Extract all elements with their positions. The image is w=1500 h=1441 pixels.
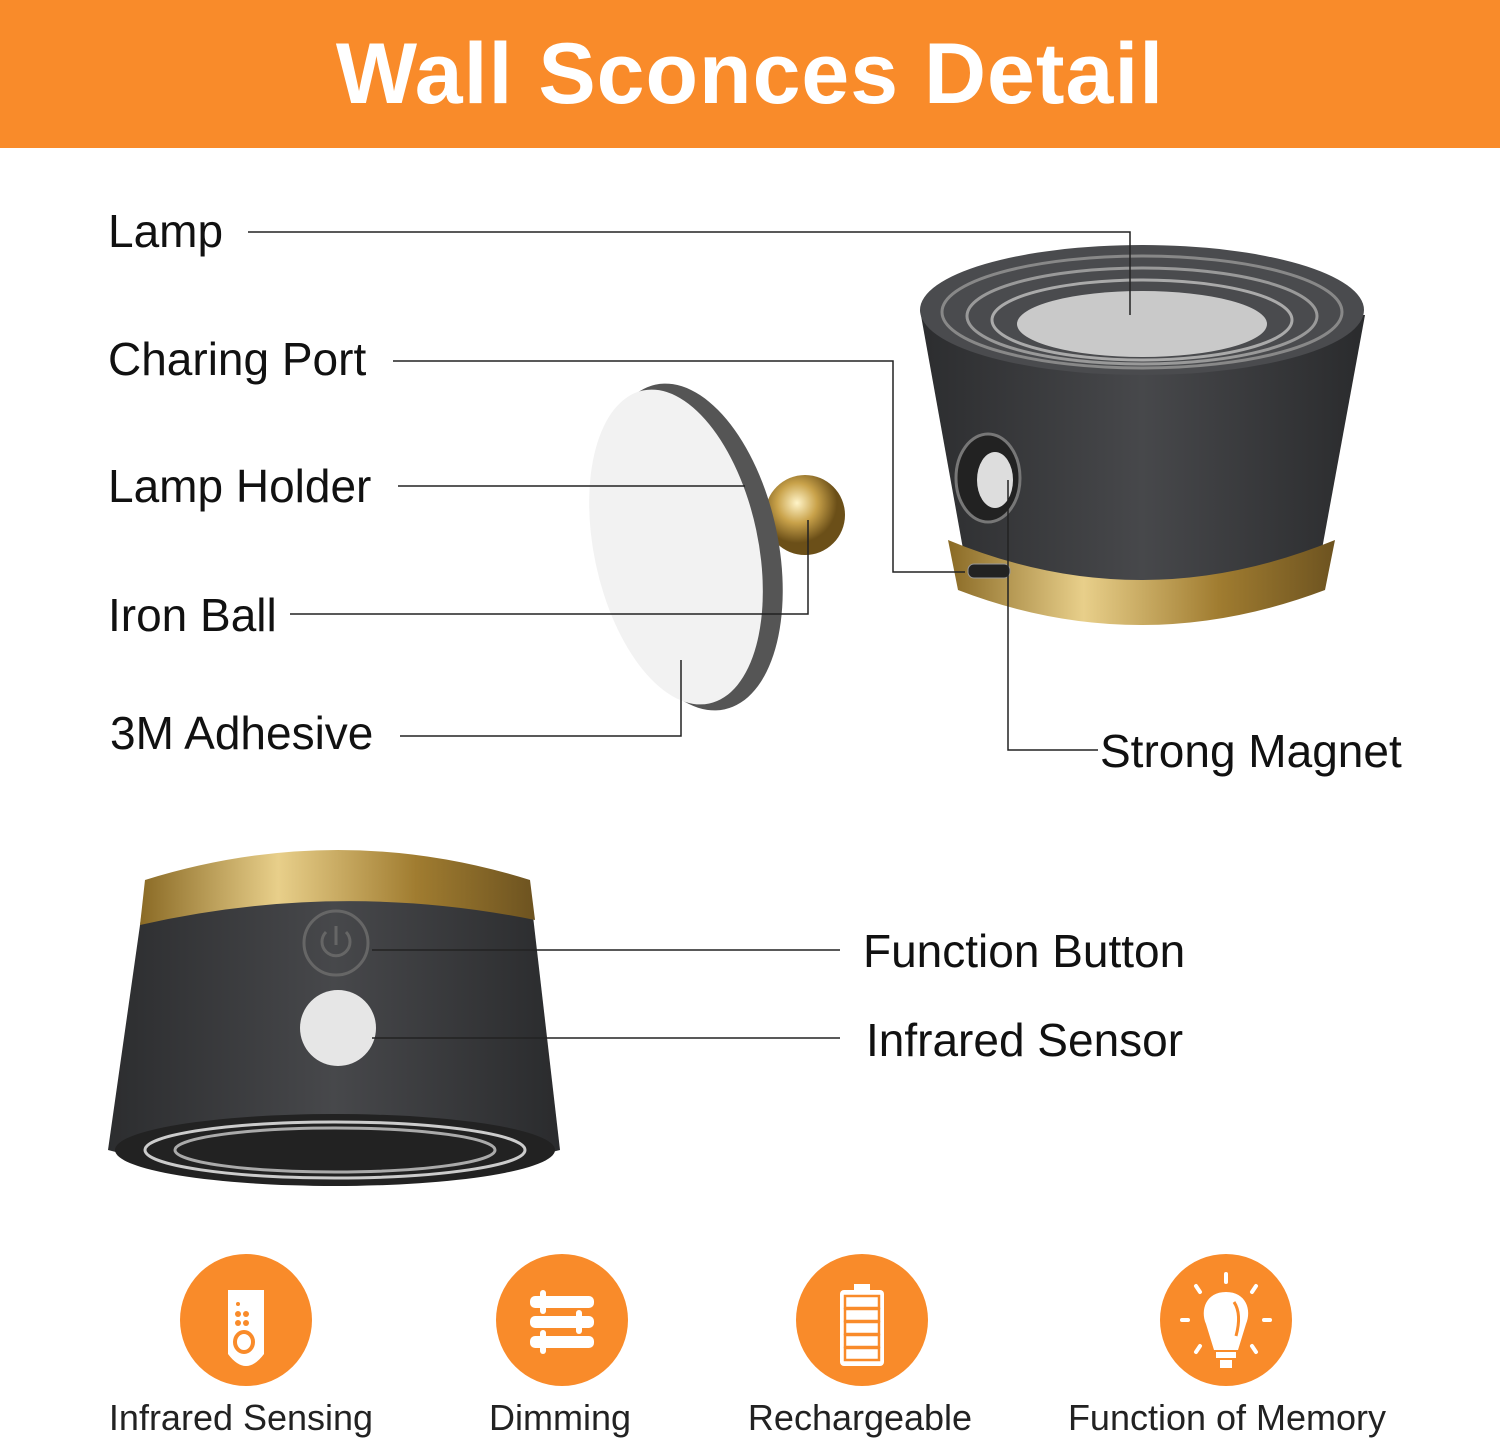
- leader-lines: [248, 231, 1131, 1039]
- lamp-holder-product: [589, 383, 845, 711]
- sliders-icon: [496, 1254, 628, 1386]
- feature-label-memory: Function of Memory: [1067, 1397, 1387, 1438]
- page-title: Wall Sconces Detail: [335, 25, 1165, 122]
- label-strong-magnet: Strong Magnet: [1100, 725, 1402, 777]
- battery-icon: [796, 1254, 928, 1386]
- remote-icon: [180, 1254, 312, 1386]
- lamp-product-bottom: [108, 850, 560, 1186]
- label-lamp: Lamp: [108, 205, 224, 257]
- lamp-product-top: [920, 245, 1365, 625]
- feature-label-dimming: Dimming: [488, 1397, 632, 1438]
- label-function-button: Function Button: [863, 925, 1186, 977]
- label-infrared-sensor: Infrared Sensor: [866, 1014, 1184, 1066]
- label-lamp-holder: Lamp Holder: [108, 460, 372, 512]
- feature-label-infrared-sensing: Infrared Sensing: [108, 1397, 374, 1438]
- label-charging-port: Charing Port: [108, 333, 367, 385]
- bulb-icon: [1160, 1254, 1292, 1386]
- label-adhesive: 3M Adhesive: [110, 707, 374, 759]
- header-banner: Wall Sconces Detail: [0, 0, 1500, 148]
- label-iron-ball: Iron Ball: [108, 589, 277, 641]
- feature-label-rechargeable: Rechargeable: [747, 1397, 973, 1438]
